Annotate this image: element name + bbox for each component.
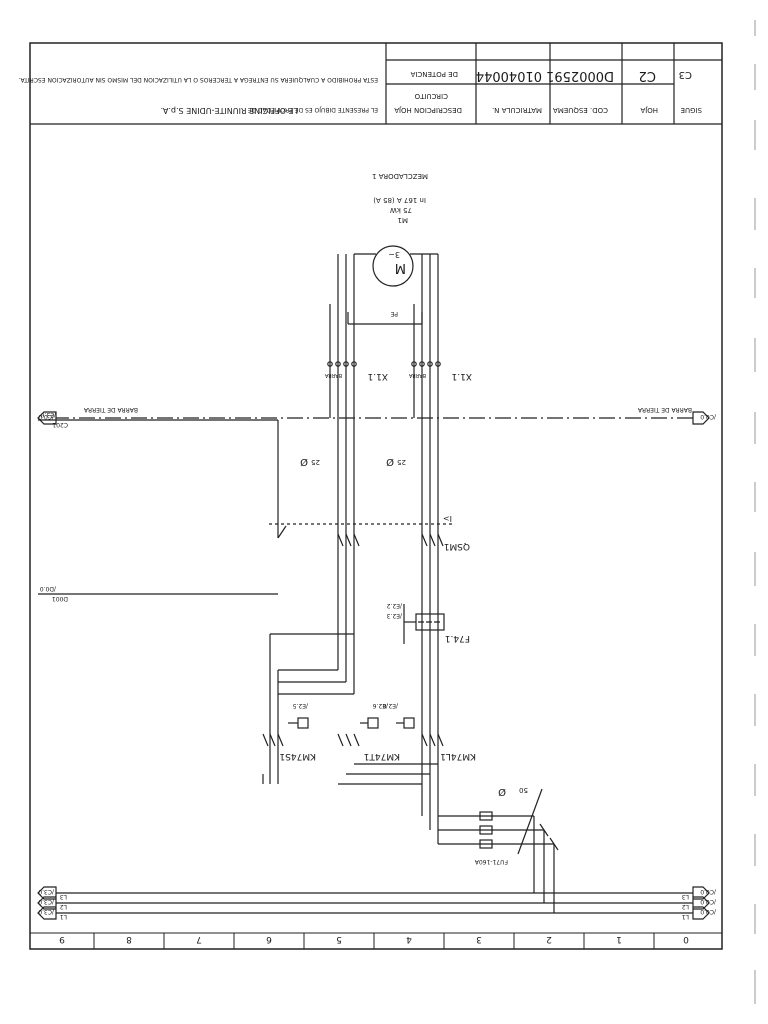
col-5: 5 <box>336 934 342 944</box>
km74s1-name: KM74S1 <box>279 751 316 761</box>
sigue-label: SIGUE <box>681 106 702 114</box>
esquema-label: COD. ESQUEMA <box>553 106 608 114</box>
km74l1-ref: /E2.8 <box>382 702 398 709</box>
signal-ref-c201-dest: /E3.0 <box>40 411 56 418</box>
signal-ref-c201: C201 <box>52 421 68 428</box>
overload-ref-1: /E2.3 <box>386 612 402 619</box>
l1-label: L1 <box>682 913 689 920</box>
motor-power: 75 kW <box>390 206 412 214</box>
breaker-symbol: I> <box>443 514 452 523</box>
l2-left-ref: /C3.0 <box>38 898 54 905</box>
motor-id: M1 <box>398 216 409 224</box>
contactor-km74l1 <box>396 717 444 747</box>
motor-pe: PE <box>390 310 398 317</box>
km74t1-ref: /E2.6 <box>372 702 388 709</box>
terminal-block-2-bar: BARRA <box>324 372 342 378</box>
terminal-blocks <box>327 304 441 418</box>
breaker-name: QSM1 <box>444 541 470 551</box>
contactor-km74s1 <box>262 717 309 747</box>
col-8: 8 <box>126 934 132 944</box>
km74l1-name: KM74L1 <box>440 751 476 761</box>
earth-bar-label-right: BARRA DE TIERRA <box>637 406 692 413</box>
earth-bar <box>37 411 710 425</box>
drawing-rotated: 0 1 2 3 4 5 6 7 8 9 /C0.0 /C0.0 /C0.0 L1… <box>19 42 723 950</box>
motor-name: MEZCLADORA 1 <box>372 172 428 180</box>
column-numbers: 0 1 2 3 4 5 6 7 8 9 <box>59 933 689 949</box>
owner-statement-line-1: EL PRESENTE DIBUJO ES DE PROPIEDAD DE <box>247 106 378 113</box>
cable-section-1: 25 <box>397 458 406 466</box>
col-2: 2 <box>546 934 552 944</box>
overload-name: F74.1 <box>445 633 470 643</box>
supply-lines <box>37 886 710 920</box>
col-3: 3 <box>476 934 482 944</box>
l2-right-ref: /C0.0 <box>700 898 716 905</box>
col-0: 0 <box>683 934 689 944</box>
overload-relay <box>403 604 445 644</box>
signal-ref-d001-dest: /D0.0 <box>40 585 56 592</box>
l1-left-ref: /C3.0 <box>38 908 54 915</box>
earth-bar-label-left: BARRA DE TIERRA <box>83 406 138 413</box>
motor-phase: 3~ <box>388 250 400 259</box>
l3-left-ref: /C3.0 <box>38 888 54 895</box>
col-4: 4 <box>406 934 412 944</box>
cable-diameter-2: Ø <box>300 456 308 468</box>
l3-right-ref: /C0.0 <box>700 888 716 895</box>
motor-current: In 167 A (85 A) <box>373 196 426 204</box>
cable-diameter-1: Ø <box>386 456 394 468</box>
cable-section-2: 25 <box>311 458 320 466</box>
l2-label: L2 <box>682 903 689 910</box>
motor-symbol: M <box>395 260 406 275</box>
fuse-section: 50 <box>519 786 528 794</box>
matricula-value: 01040044 <box>476 68 542 83</box>
sigue-value: C3 <box>679 69 692 80</box>
km74s1-ref: /E2.5 <box>292 702 308 709</box>
col-1: 1 <box>616 934 622 944</box>
matricula-label: MATRICULA N. <box>492 106 542 114</box>
l3-label-left: L3 <box>60 893 67 900</box>
signal-ref-d001: D001 <box>52 595 68 602</box>
l1-label-left: L1 <box>60 913 67 920</box>
terminal-block-1-bar: BARRA <box>408 372 426 378</box>
esquema-value: D0002591 <box>546 68 614 83</box>
hoja-value: C2 <box>639 68 656 83</box>
earth-bar-ref-left: /C0.0 <box>38 413 54 420</box>
contactor-km74t1 <box>337 717 379 747</box>
owner-statement-line-2: ESTA PROHIBIDO A CUALQUIERA SU ENTREGA A… <box>19 76 378 83</box>
l2-label-left: L2 <box>60 903 67 910</box>
fuse-block <box>438 788 559 913</box>
hoja-label: HOJA <box>640 106 658 114</box>
terminal-block-1: X1.1 <box>452 371 472 381</box>
owner-company: LE OFFICINE RIUNITE-UDINE S.p.A. <box>161 106 298 115</box>
fuse-name: FU71-160A <box>474 858 508 865</box>
motor-m1 <box>347 245 438 325</box>
terminal-block-2: X1.1 <box>368 371 388 381</box>
fuse-diameter: Ø <box>498 786 506 798</box>
border-frame <box>29 42 723 950</box>
description-line-3: DE POTENCIA <box>410 70 458 78</box>
description-label: DESCRIPCION HOJA <box>394 106 462 114</box>
overload-ref-2: /E2.2 <box>386 602 402 609</box>
col-9: 9 <box>59 934 65 944</box>
col-7: 7 <box>196 934 202 944</box>
l3-label: L3 <box>682 893 689 900</box>
km74t1-name: KM74T1 <box>364 751 400 761</box>
earth-bar-ref-right: /C0.0 <box>700 413 716 420</box>
description-line-2: CIRCUITO <box>414 92 448 100</box>
col-6: 6 <box>266 934 272 944</box>
breaker-qsm1 <box>38 419 452 595</box>
title-block <box>30 43 722 125</box>
l1-right-ref: /C0.0 <box>700 908 716 915</box>
